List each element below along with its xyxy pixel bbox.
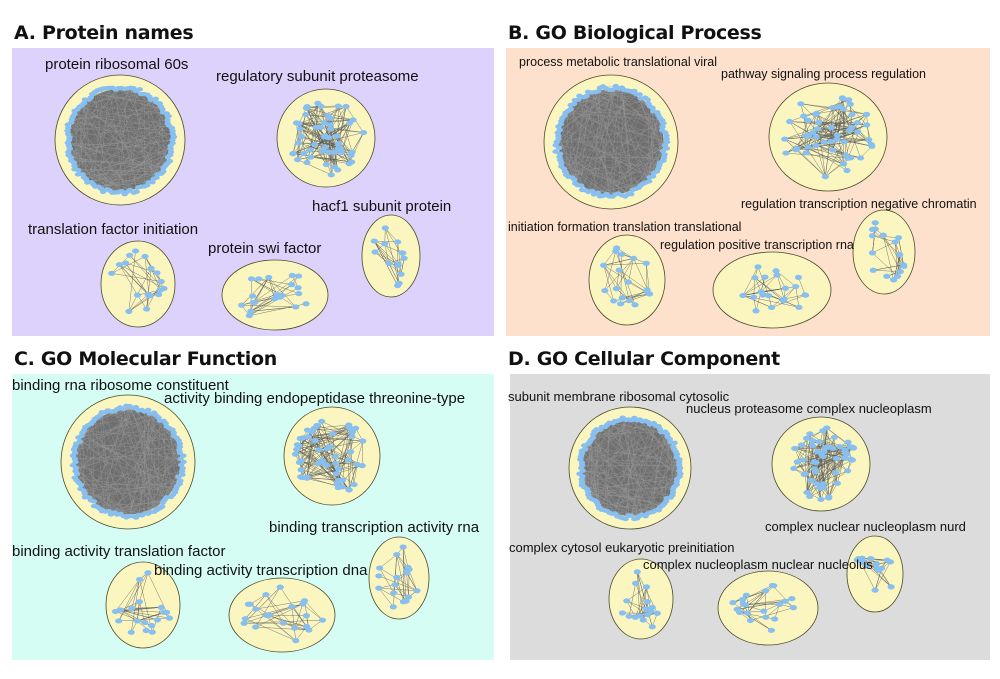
cluster-label: initiation formation translation transla… [508,220,742,234]
network-graph [543,74,679,210]
cluster-label: binding activity translation factor [12,543,226,560]
network-graph [846,535,904,613]
network-cluster [588,234,666,326]
network-cluster [105,561,181,649]
cluster-label: process metabolic translational viral [519,55,718,69]
cluster-label: complex nuclear nucleoplasm nurd [765,519,966,534]
cluster-label: complex nucleoplasm nuclear nucleolus [643,557,873,572]
cluster-label: regulation positive transcription rna [660,238,854,252]
panel-title-a: A. Protein names [14,22,194,44]
network-graph [60,394,196,530]
cluster-label: binding rna ribosome constituent [12,377,229,394]
network-graph [568,406,692,530]
network-cluster [846,535,904,613]
network-cluster [283,406,381,506]
network-cluster [100,240,176,328]
network-cluster [717,570,819,646]
network-graph [771,416,871,512]
panel-title-b: B. GO Biological Process [508,22,762,44]
cluster-label: nucleus proteasome complex nucleoplasm [686,401,932,416]
network-graph [768,82,888,192]
cluster-label: translation factor initiation [28,221,199,238]
network-graph [361,214,421,298]
network-graph [608,558,674,640]
cluster-label: complex cytosol eukaryotic preinitiation [509,540,735,555]
network-cluster [228,577,336,653]
cluster-label: protein swi factor [208,240,322,257]
network-cluster [768,82,888,192]
network-graph [221,259,329,331]
network-cluster [276,88,376,188]
network-graph [712,251,832,329]
network-cluster [368,536,430,620]
cluster-label: activity binding endopeptidase threonine… [164,390,466,407]
panel-title-d: D. GO Cellular Component [508,348,780,370]
network-cluster [221,259,329,331]
network-cluster [852,209,916,295]
network-graph [283,406,381,506]
cluster-label: binding transcription activity rna [269,519,480,536]
network-graph [105,561,181,649]
network-cluster [60,394,196,530]
network-graph [100,240,176,328]
network-cluster [712,251,832,329]
network-graph [717,570,819,646]
cluster-label: pathway signaling process regulation [721,67,926,81]
panel-title-c: C. GO Molecular Function [14,348,277,370]
panel-go-biological-process: process metabolic translational viral pa… [506,48,990,336]
cluster-label: hacf1 subunit protein [312,198,452,215]
network-graph [228,577,336,653]
network-graph [588,234,666,326]
cluster-label: binding activity transcription dna [154,562,368,579]
network-cluster [54,74,186,206]
network-cluster [771,416,871,512]
panel-go-cellular-component: subunit membrane ribosomal cytosolic nuc… [508,374,990,660]
network-graph [276,88,376,188]
network-cluster [608,558,674,640]
network-graph [54,74,186,206]
cluster-label: regulatory subunit proteasome [216,68,419,85]
network-cluster [361,214,421,298]
cluster-label: subunit membrane ribosomal cytosolic [508,389,730,404]
network-graph [368,536,430,620]
panel-protein-names: protein ribosomal 60s regulatory subunit… [12,48,494,336]
cluster-label: protein ribosomal 60s [45,56,189,73]
network-cluster [543,74,679,210]
panel-go-molecular-function: binding rna ribosome constituent activit… [12,374,494,660]
network-graph [852,209,916,295]
network-cluster [568,406,692,530]
cluster-label: regulation transcription negative chroma… [741,197,977,211]
